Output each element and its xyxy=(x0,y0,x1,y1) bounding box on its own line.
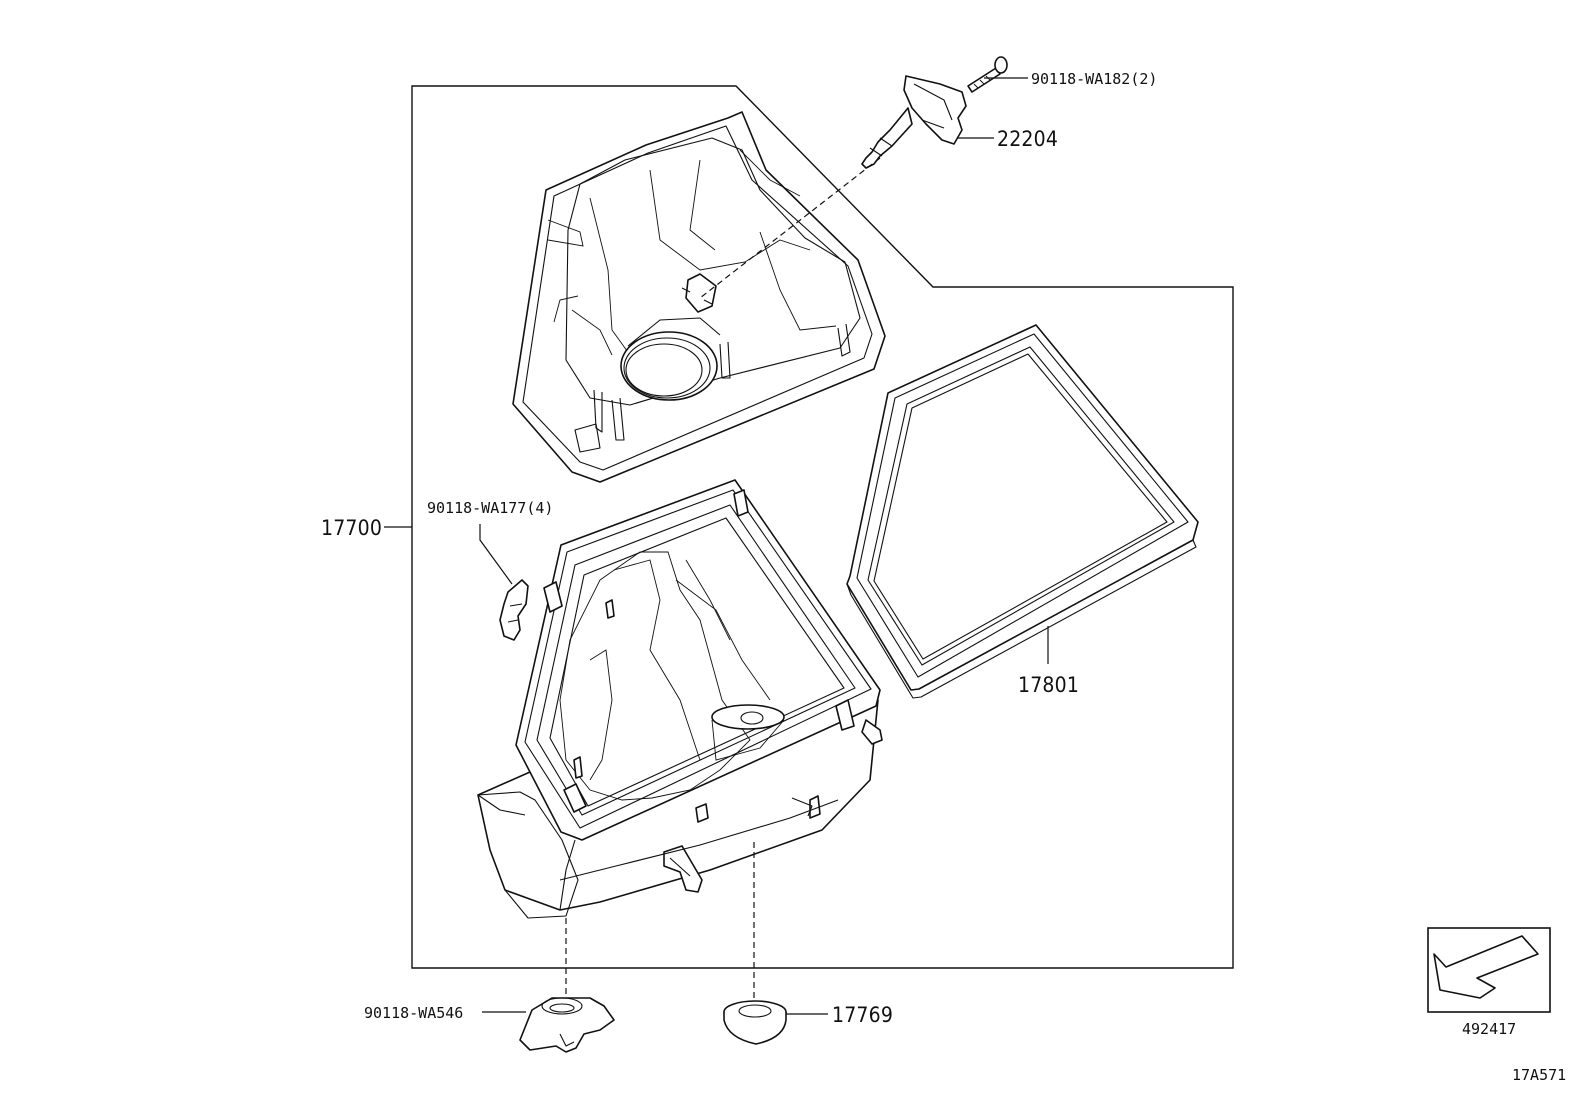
diagram-code: 17A571 xyxy=(1512,1066,1566,1084)
alignment-line-sensor xyxy=(699,157,881,299)
direction-inset: 492417 xyxy=(1427,927,1551,1038)
bolt-90118-wa182 xyxy=(967,56,1008,93)
clip-90118-wa177 xyxy=(499,579,529,641)
mass-air-flow-sensor xyxy=(861,75,967,169)
direction-arrow-icon xyxy=(1433,935,1539,999)
part-label-p5: 17801 xyxy=(1018,673,1079,697)
assembly-frame xyxy=(411,85,1234,969)
part-label-p1: 90118-WA182(2) xyxy=(1031,70,1157,88)
grommet-90118-wa546 xyxy=(519,997,615,1053)
part-label-p4: 90118-WA177(4) xyxy=(427,499,553,517)
inset-code: 492417 xyxy=(1462,1020,1516,1038)
air-cleaner-case xyxy=(477,479,883,919)
part-label-p7: 17769 xyxy=(832,1003,893,1027)
air-cleaner-cap xyxy=(512,111,886,483)
part-label-p2: 22204 xyxy=(997,127,1058,151)
part-label-p3: 17700 xyxy=(321,516,382,540)
air-filter-element xyxy=(846,324,1199,699)
part-label-p6: 90118-WA546 xyxy=(364,1004,463,1022)
grommet-17769 xyxy=(723,1000,787,1045)
leader-p4 xyxy=(479,524,513,585)
